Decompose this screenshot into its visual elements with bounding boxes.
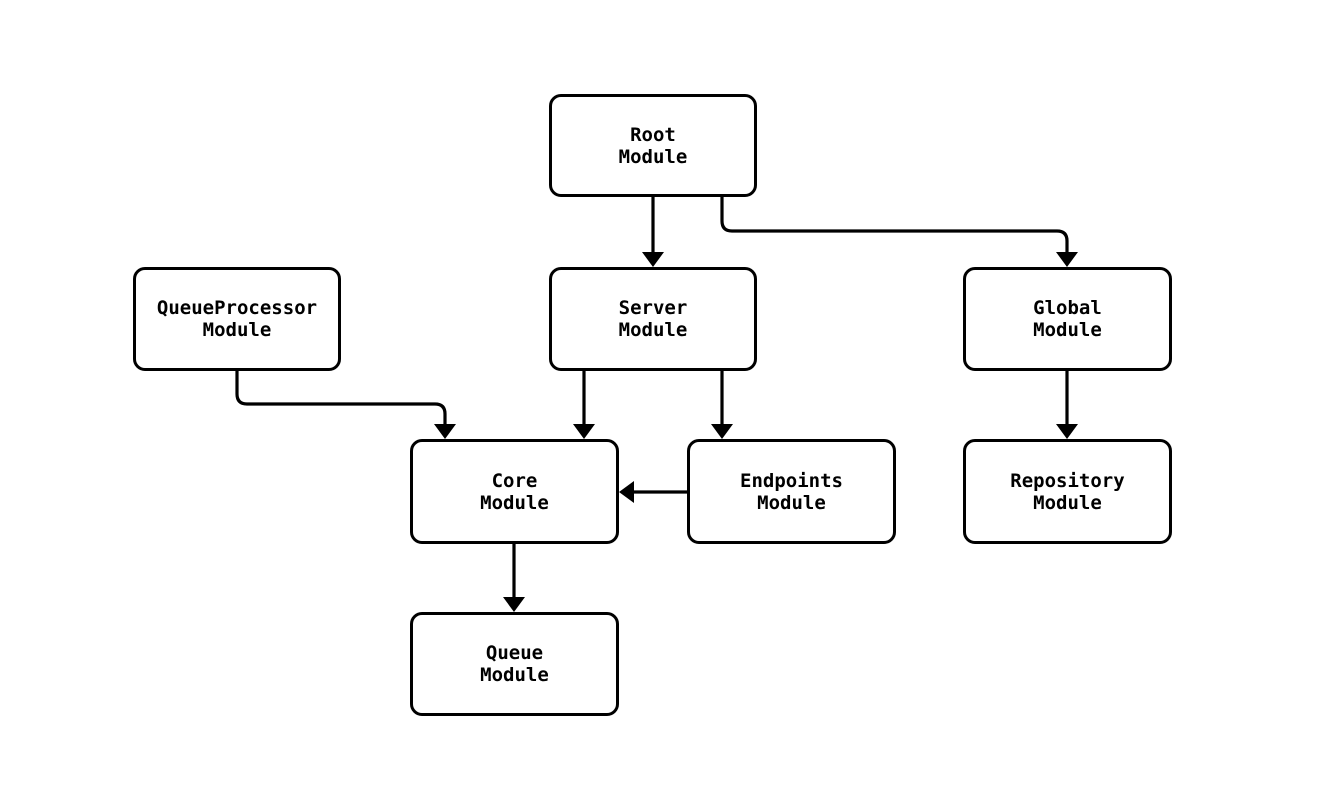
node-queue-module: Queue Module: [410, 612, 619, 716]
edge-root-to-server: [642, 197, 664, 267]
node-server-module-label: Server Module: [618, 297, 688, 341]
node-queueprocessor-module-label: QueueProcessor Module: [156, 297, 318, 341]
node-repository-module: Repository Module: [963, 439, 1172, 544]
node-global-module: Global Module: [963, 267, 1172, 371]
edge-queueprocessor-to-core: [235, 371, 456, 439]
edge-server-to-endpoints: [711, 371, 733, 439]
node-endpoints-module-label: Endpoints Module: [740, 469, 843, 514]
node-queueprocessor-module: QueueProcessor Module: [133, 267, 341, 371]
node-global-module-label: Global Module: [1033, 297, 1102, 341]
node-root-module-label: Root Module: [618, 123, 688, 168]
node-core-module-label: Core Module: [480, 469, 549, 514]
node-queue-module-label: Queue Module: [480, 642, 549, 686]
node-repository-module-label: Repository Module: [1010, 469, 1125, 514]
edge-core-to-queue: [503, 544, 525, 612]
node-endpoints-module: Endpoints Module: [687, 439, 896, 544]
node-root-module: Root Module: [549, 94, 757, 197]
edge-root-to-global: [720, 197, 1078, 267]
node-core-module: Core Module: [410, 439, 619, 544]
edge-server-to-core: [573, 371, 595, 439]
node-server-module: Server Module: [549, 267, 757, 371]
edge-endpoints-to-core: [619, 481, 687, 503]
edge-global-to-repository: [1056, 371, 1078, 439]
